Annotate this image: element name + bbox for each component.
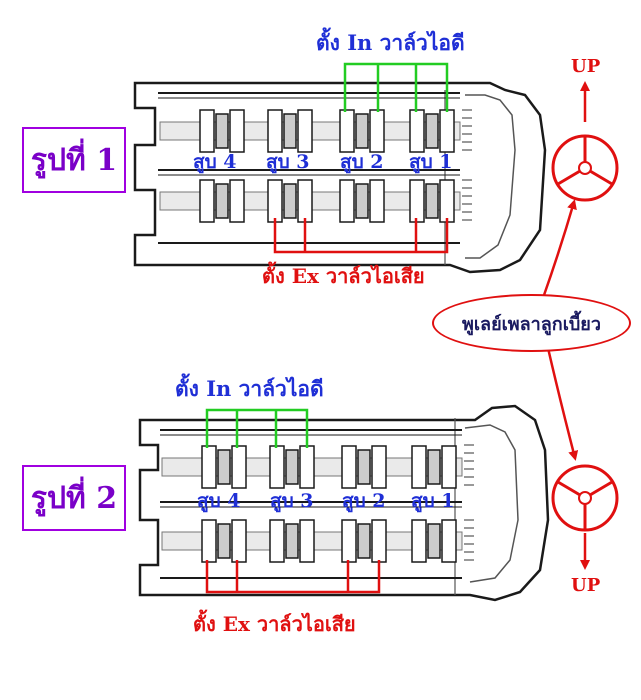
cylinder-4-label-1: สูบ 4 — [193, 151, 237, 173]
figure-label-2-text: รูปที่ 2 — [30, 480, 118, 516]
engine-head-2 — [138, 404, 550, 602]
intake-label-2: ตั้ง In วาล์วไอดี — [175, 376, 324, 401]
figure-label-1: รูปที่ 1 — [22, 127, 126, 193]
figure-label-2: รูปที่ 2 — [22, 465, 126, 531]
exhaust-bracket-2 — [205, 560, 381, 594]
cylinder-2-label-2: สูบ 2 — [342, 490, 386, 512]
up-label-1: UP — [571, 56, 601, 77]
up-label-2: UP — [571, 575, 601, 596]
exhaust-bracket-1 — [273, 218, 449, 254]
cylinder-4-label-2: สูบ 4 — [197, 490, 241, 512]
engine-head-1 — [133, 81, 547, 274]
intake-bracket-2 — [205, 408, 309, 448]
figure-label-1-text: รูปที่ 1 — [30, 142, 118, 178]
intake-bracket-1 — [343, 62, 449, 112]
camshaft-pulley-label-text: พูเลย์เพลาลูกเบี้ยว — [462, 313, 601, 335]
pointer-arrow-top — [541, 199, 577, 299]
exhaust-label-2: ตั้ง Ex วาล์วไอเสีย — [193, 612, 356, 636]
intake-label-1: ตั้ง In วาล์วไอดี — [316, 30, 465, 55]
cylinder-3-label-2: สูบ 3 — [270, 490, 314, 512]
cylinder-1-label-1: สูบ 1 — [409, 151, 453, 173]
exhaust-label-1: ตั้ง Ex วาล์วไอเสีย — [262, 264, 425, 288]
cylinder-1-label-2: สูบ 1 — [411, 490, 455, 512]
cylinder-3-label-1: สูบ 3 — [266, 151, 310, 173]
cylinder-2-label-1: สูบ 2 — [340, 151, 384, 173]
pulley-wheel-1 — [551, 134, 619, 202]
pulley-wheel-2 — [551, 464, 619, 532]
pointer-arrow-bottom — [546, 347, 579, 461]
camshaft-pulley-label: พูเลย์เพลาลูกเบี้ยว — [432, 294, 631, 352]
